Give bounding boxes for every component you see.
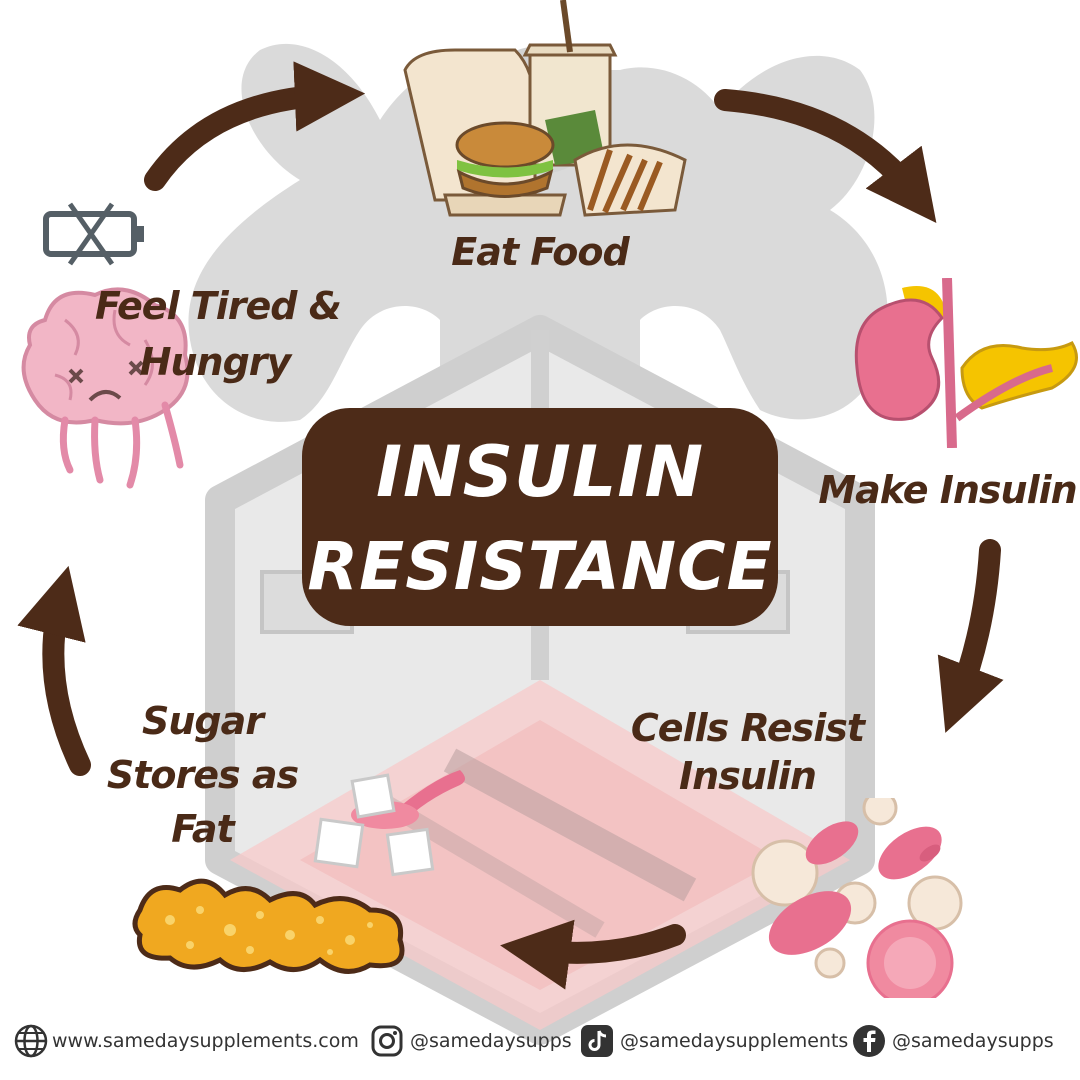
arrow-insulin-to-cells xyxy=(937,539,1004,733)
step-tired-line2: Hungry xyxy=(139,340,292,384)
step-sugar-line3: Fat xyxy=(171,807,234,851)
footer-tiktok[interactable]: @samedaysupplements xyxy=(580,1021,848,1061)
footer-tiktok-text: @samedaysupplements xyxy=(620,1030,849,1052)
footer-instagram[interactable]: @samedaysupps xyxy=(370,1021,572,1061)
title-line-1: INSULIN xyxy=(375,431,705,513)
step-cells-resist-insulin: Cells Resist Insulin xyxy=(625,704,870,800)
arrow-cells-to-sugar xyxy=(500,919,686,990)
step-cells-resist-line2: Insulin xyxy=(679,754,817,798)
footer-facebook[interactable]: @samedaysupps xyxy=(852,1021,1054,1061)
step-sugar-line2: Stores as xyxy=(106,753,299,797)
facebook-icon xyxy=(853,1025,885,1057)
footer-website-text: www.samedaysupplements.com xyxy=(52,1030,359,1052)
step-sugar-line1: Sugar xyxy=(141,699,264,743)
instagram-icon xyxy=(371,1025,403,1057)
globe-icon xyxy=(14,1024,48,1058)
footer-website[interactable]: www.samedaysupplements.com xyxy=(14,1021,359,1061)
blood-cells-illustration xyxy=(751,798,963,998)
arrow-tired-to-food xyxy=(144,61,366,191)
title-line-2: RESISTANCE xyxy=(307,528,773,605)
step-sugar-stores-as-fat: Sugar Stores as Fat xyxy=(100,694,305,856)
footer-social-bar: www.samedaysupplements.com @samedaysupps… xyxy=(0,1016,1080,1064)
kidney-pancreas-illustration xyxy=(854,278,1078,448)
fast-food-illustration xyxy=(403,0,687,217)
step-make-insulin: Make Insulin xyxy=(815,466,1080,514)
step-tired-line1: Feel Tired & xyxy=(95,284,342,328)
tired-brain-illustration xyxy=(21,287,190,489)
title-badge: INSULIN RESISTANCE xyxy=(302,408,778,626)
sugar-cubes-illustration xyxy=(313,770,465,877)
footer-facebook-text: @samedaysupps xyxy=(892,1030,1054,1052)
arrow-sugar-to-tired xyxy=(17,565,91,776)
empty-battery-icon xyxy=(43,202,144,266)
arrow-food-to-insulin xyxy=(714,89,937,223)
step-eat-food-label: Eat Food xyxy=(451,230,629,274)
tiktok-icon xyxy=(581,1025,613,1057)
step-feel-tired-hungry: Feel Tired & Hungry xyxy=(95,278,342,390)
step-eat-food: Eat Food xyxy=(440,228,640,276)
fat-blob-illustration xyxy=(132,878,405,974)
step-make-insulin-label: Make Insulin xyxy=(818,468,1077,512)
step-cells-resist-line1: Cells Resist xyxy=(630,706,865,750)
footer-instagram-text: @samedaysupps xyxy=(410,1030,572,1052)
